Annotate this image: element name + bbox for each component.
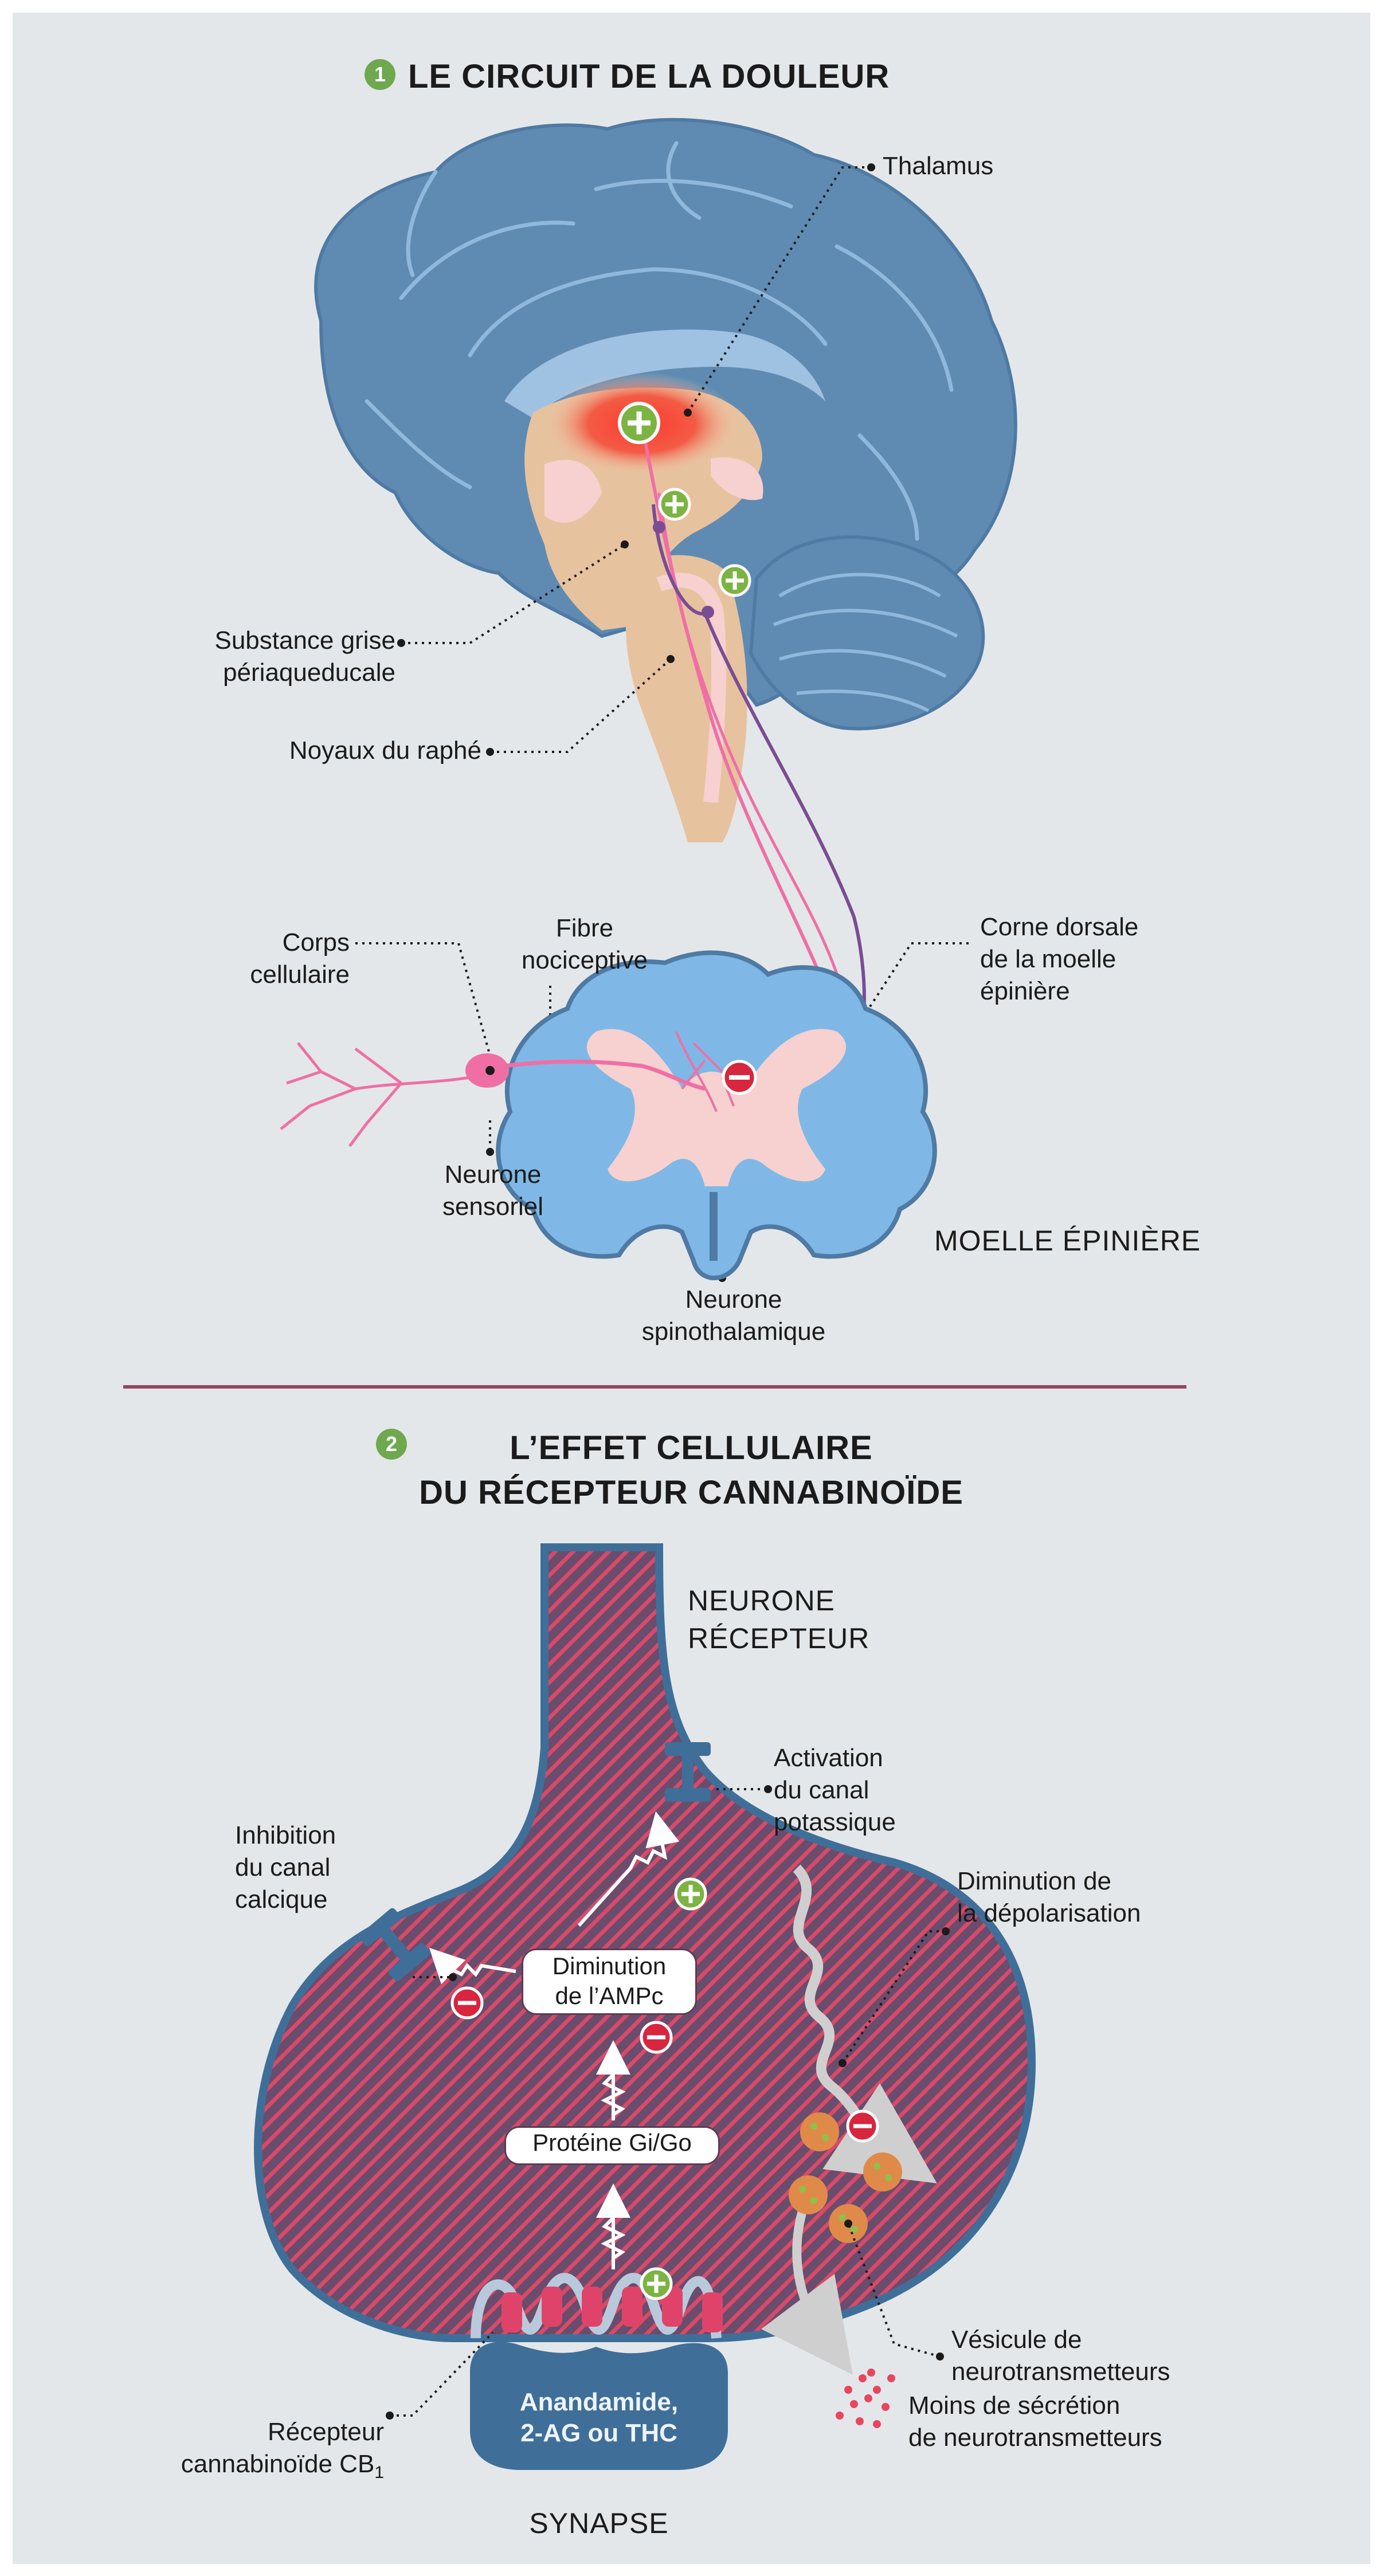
brainstem [626,555,747,842]
label-neurone-spinothalamique: Neurone spinothalamique [630,1284,837,1348]
section-2-title: L’EFFET CELLULAIRE DU RÉCEPTEUR CANNABIN… [261,1426,1121,1515]
recepteur-cb1-subscript: 1 [374,2463,384,2482]
label-thalamus: Thalamus [883,150,993,182]
label-synapse: SYNAPSE [484,2504,714,2542]
released-neurotransmitters [836,2369,895,2428]
section-1-title: LE CIRCUIT DE LA DOULEUR [408,57,890,96]
label-moins-secretion: Moins de sécrétion de neurotransmetteurs [908,2390,1162,2454]
label-neurone-sensoriel: Neurone sensoriel [401,1159,585,1223]
label-moelle-epiniere: MOELLE ÉPINIÈRE [934,1222,1201,1260]
label-corne-dorsale: Corne dorsale de la moelle épinière [980,911,1138,1007]
diminution-ampc-label: Diminution de l’AMPc [523,1950,695,2011]
label-ligands: Anandamide, 2-AG ou THC [481,2387,716,2449]
label-neurone-recepteur: NEURONE RÉCEPTEUR [688,1582,869,1657]
label-noyaux-raphe: Noyaux du raphé [172,735,481,767]
label-recepteur-cb1: Récepteur cannabinoïde CB1 [160,2384,384,2489]
diminution-ampc-box: Diminution de l’AMPc [522,1948,697,2015]
label-fibre-nociceptive: Fibre nociceptive [499,912,671,977]
proteine-label: Protéine Gi/Go [532,2129,692,2156]
label-substance-grise: Substance grise périaqueducale [138,625,395,689]
label-vesicule: Vésicule de neurotransmetteurs [951,2324,1170,2388]
label-inhibition-canal: Inhibition du canal calcique [235,1820,336,1916]
label-activation-canal: Activation du canal potassique [774,1742,896,1838]
presynaptic-terminal [258,1547,1032,2338]
recepteur-cb1-text: Récepteur cannabinoïde CB [181,2418,384,2478]
spinal-cord [498,953,935,1278]
label-diminution-depolarisation: Diminution de la dépolarisation [957,1865,1141,1930]
section-1-number-badge: 1 [365,59,395,90]
label-corps-cellulaire: Corps cellulaire [189,927,350,991]
proteine-box: Protéine Gi/Go [504,2126,720,2165]
